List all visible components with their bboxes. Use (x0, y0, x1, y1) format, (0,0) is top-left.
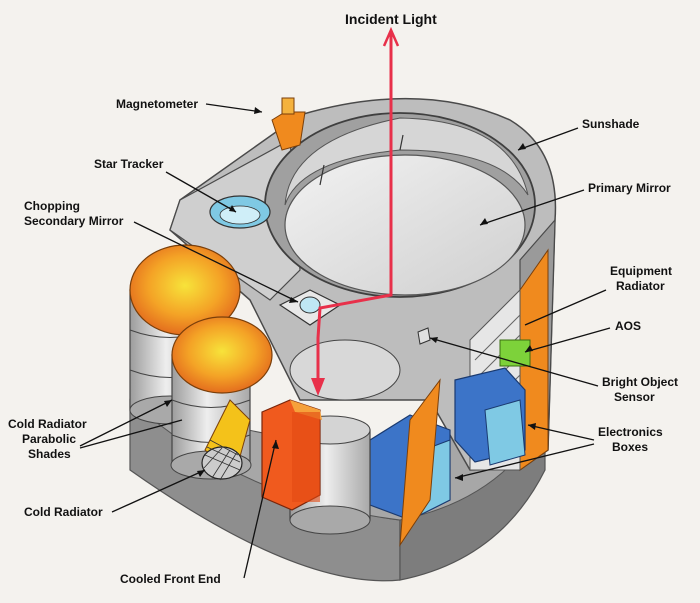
label-aos: AOS (615, 319, 641, 333)
label-chopping-line1: Chopping (24, 199, 80, 213)
cooled-front-end (262, 400, 322, 510)
label-cold-shades-line1: Cold Radiator (8, 417, 87, 431)
label-chopping-line2: Secondary Mirror (24, 214, 124, 228)
label-sunshade: Sunshade (582, 117, 640, 131)
label-magnetometer: Magnetometer (116, 97, 198, 111)
label-cold-shades-line3: Shades (28, 447, 71, 461)
label-cold-shades-line2: Parabolic (22, 432, 76, 446)
label-star-tracker: Star Tracker (94, 157, 164, 171)
label-cooled-front-end: Cooled Front End (120, 572, 221, 586)
label-primary-mirror: Primary Mirror (588, 181, 671, 195)
label-bright-line1: Bright Object (602, 375, 678, 389)
label-electronics-line1: Electronics (598, 425, 663, 439)
label-incident-light: Incident Light (345, 11, 437, 27)
sunshade (265, 113, 535, 297)
label-cold-radiator: Cold Radiator (24, 505, 103, 519)
label-bright-line2: Sensor (614, 390, 655, 404)
primary-mirror (285, 155, 525, 295)
label-equipment-line1: Equipment (610, 264, 672, 278)
leader-magnetometer (206, 104, 262, 112)
label-equipment-line2: Radiator (616, 279, 665, 293)
star-tracker (210, 196, 270, 228)
label-electronics-line2: Boxes (612, 440, 648, 454)
